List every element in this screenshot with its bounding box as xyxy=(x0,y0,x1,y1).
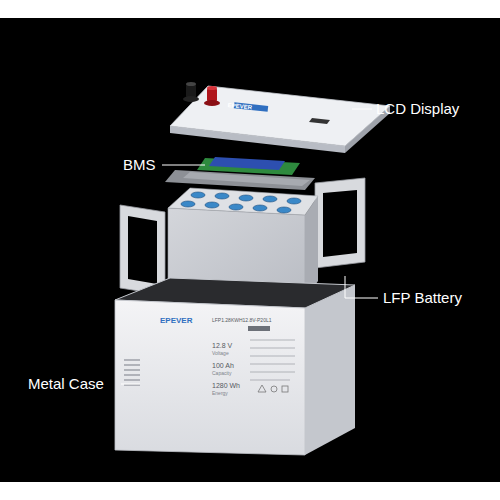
spec-name: Voltage xyxy=(212,351,229,356)
spec-value: 1280 Wh xyxy=(212,382,240,389)
callout-label: Metal Case xyxy=(28,376,104,391)
spec-value: 12.8 V xyxy=(212,342,232,349)
metal-case xyxy=(115,278,355,455)
bms-board xyxy=(165,157,315,190)
brand-logo: EPEVER xyxy=(160,317,192,325)
lid xyxy=(170,82,390,153)
spec-name: Energy xyxy=(212,391,228,396)
spec-name: Capacity xyxy=(212,371,231,376)
callout-label: LCD Display xyxy=(376,101,459,116)
leader-line xyxy=(121,109,378,384)
callout-label: LFP Battery xyxy=(383,290,462,305)
background xyxy=(0,18,500,482)
model-number: LFP1.28KWH12.8V-P20L1 xyxy=(212,318,271,323)
callout-label: BMS xyxy=(123,157,156,172)
spec-value: 100 Ah xyxy=(212,362,234,369)
